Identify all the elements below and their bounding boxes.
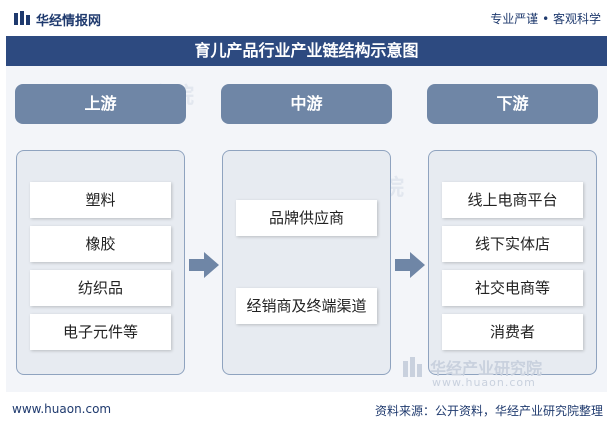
downstream-item: 消费者 (442, 314, 583, 350)
data-source: 资料来源：公开资料，华经产业研究院整理 (374, 404, 603, 418)
upstream-item: 纺织品 (30, 270, 171, 306)
upstream-item: 橡胶 (30, 226, 171, 262)
upstream-header: 上游 (15, 84, 186, 124)
footer-url[interactable]: www.huaon.com (12, 402, 112, 416)
downstream-header: 下游 (427, 84, 598, 124)
right-arrow-icon (189, 252, 219, 278)
slogan: 专业严谨 • 客观科学 (490, 12, 601, 26)
watermark-name: 华经产业研究院 (430, 359, 543, 378)
upstream-item: 塑料 (30, 182, 171, 218)
downstream-item: 线下实体店 (442, 226, 583, 262)
downstream-item: 社交电商等 (442, 270, 583, 306)
midstream-box (222, 150, 391, 375)
huajing-logo-icon (14, 11, 30, 25)
watermark-logo-icon (403, 357, 422, 377)
downstream-item: 线上电商平台 (442, 182, 583, 218)
midstream-header: 中游 (221, 84, 392, 124)
top-bar: 华经情报网 专业严谨 • 客观科学 (0, 0, 613, 36)
watermark-url: www.huaon.com (432, 376, 536, 389)
brand-name: 华经情报网 (36, 14, 102, 29)
diagram-title: 育儿产品行业产业链结构示意图 (6, 36, 607, 66)
midstream-item: 品牌供应商 (236, 200, 377, 236)
upstream-item: 电子元件等 (30, 314, 171, 350)
right-arrow-icon (395, 252, 425, 278)
midstream-item: 经销商及终端渠道 (236, 288, 377, 324)
